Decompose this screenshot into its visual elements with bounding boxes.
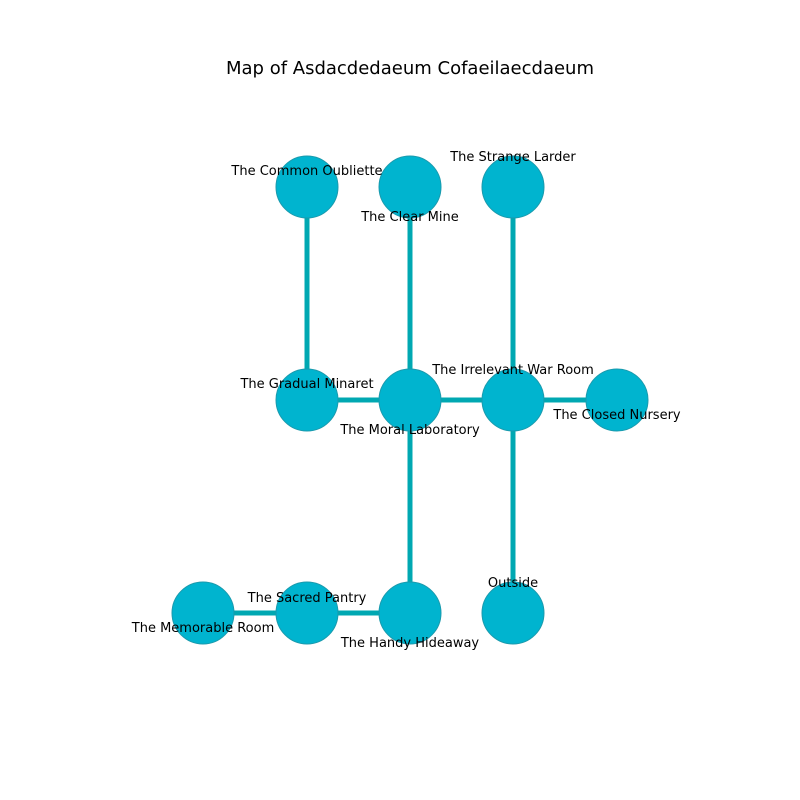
room-node-outside bbox=[481, 581, 545, 645]
room-label-sacred-pantry: The Sacred Pantry bbox=[247, 591, 367, 606]
room-node-memorable-room bbox=[171, 581, 235, 645]
room-label-handy-hideaway: The Handy Hideaway bbox=[340, 636, 480, 651]
room-label-closed-nursery: The Closed Nursery bbox=[552, 408, 681, 423]
room-label-outside: Outside bbox=[488, 576, 538, 591]
rooms-layer bbox=[171, 155, 649, 645]
room-node-sacred-pantry bbox=[275, 581, 339, 645]
room-node-irrelevant-war-room bbox=[481, 368, 545, 432]
room-node-moral-laboratory bbox=[378, 368, 442, 432]
room-label-common-oubliette: The Common Oubliette bbox=[230, 164, 382, 179]
room-node-handy-hideaway bbox=[378, 581, 442, 645]
room-label-irrelevant-war-room: The Irrelevant War Room bbox=[431, 363, 594, 378]
room-node-gradual-minaret bbox=[275, 368, 339, 432]
room-label-clear-mine: The Clear Mine bbox=[360, 210, 459, 225]
room-label-strange-larder: The Strange Larder bbox=[449, 150, 576, 165]
room-node-closed-nursery bbox=[585, 368, 649, 432]
room-label-memorable-room: The Memorable Room bbox=[131, 621, 274, 636]
room-node-strange-larder bbox=[481, 155, 545, 219]
room-node-common-oubliette bbox=[275, 155, 339, 219]
map-title: Map of Asdacdedaeum Cofaeilaecdaeum bbox=[226, 58, 594, 79]
room-node-clear-mine bbox=[378, 155, 442, 219]
room-label-gradual-minaret: The Gradual Minaret bbox=[239, 377, 373, 392]
room-label-moral-laboratory: The Moral Laboratory bbox=[339, 423, 480, 438]
